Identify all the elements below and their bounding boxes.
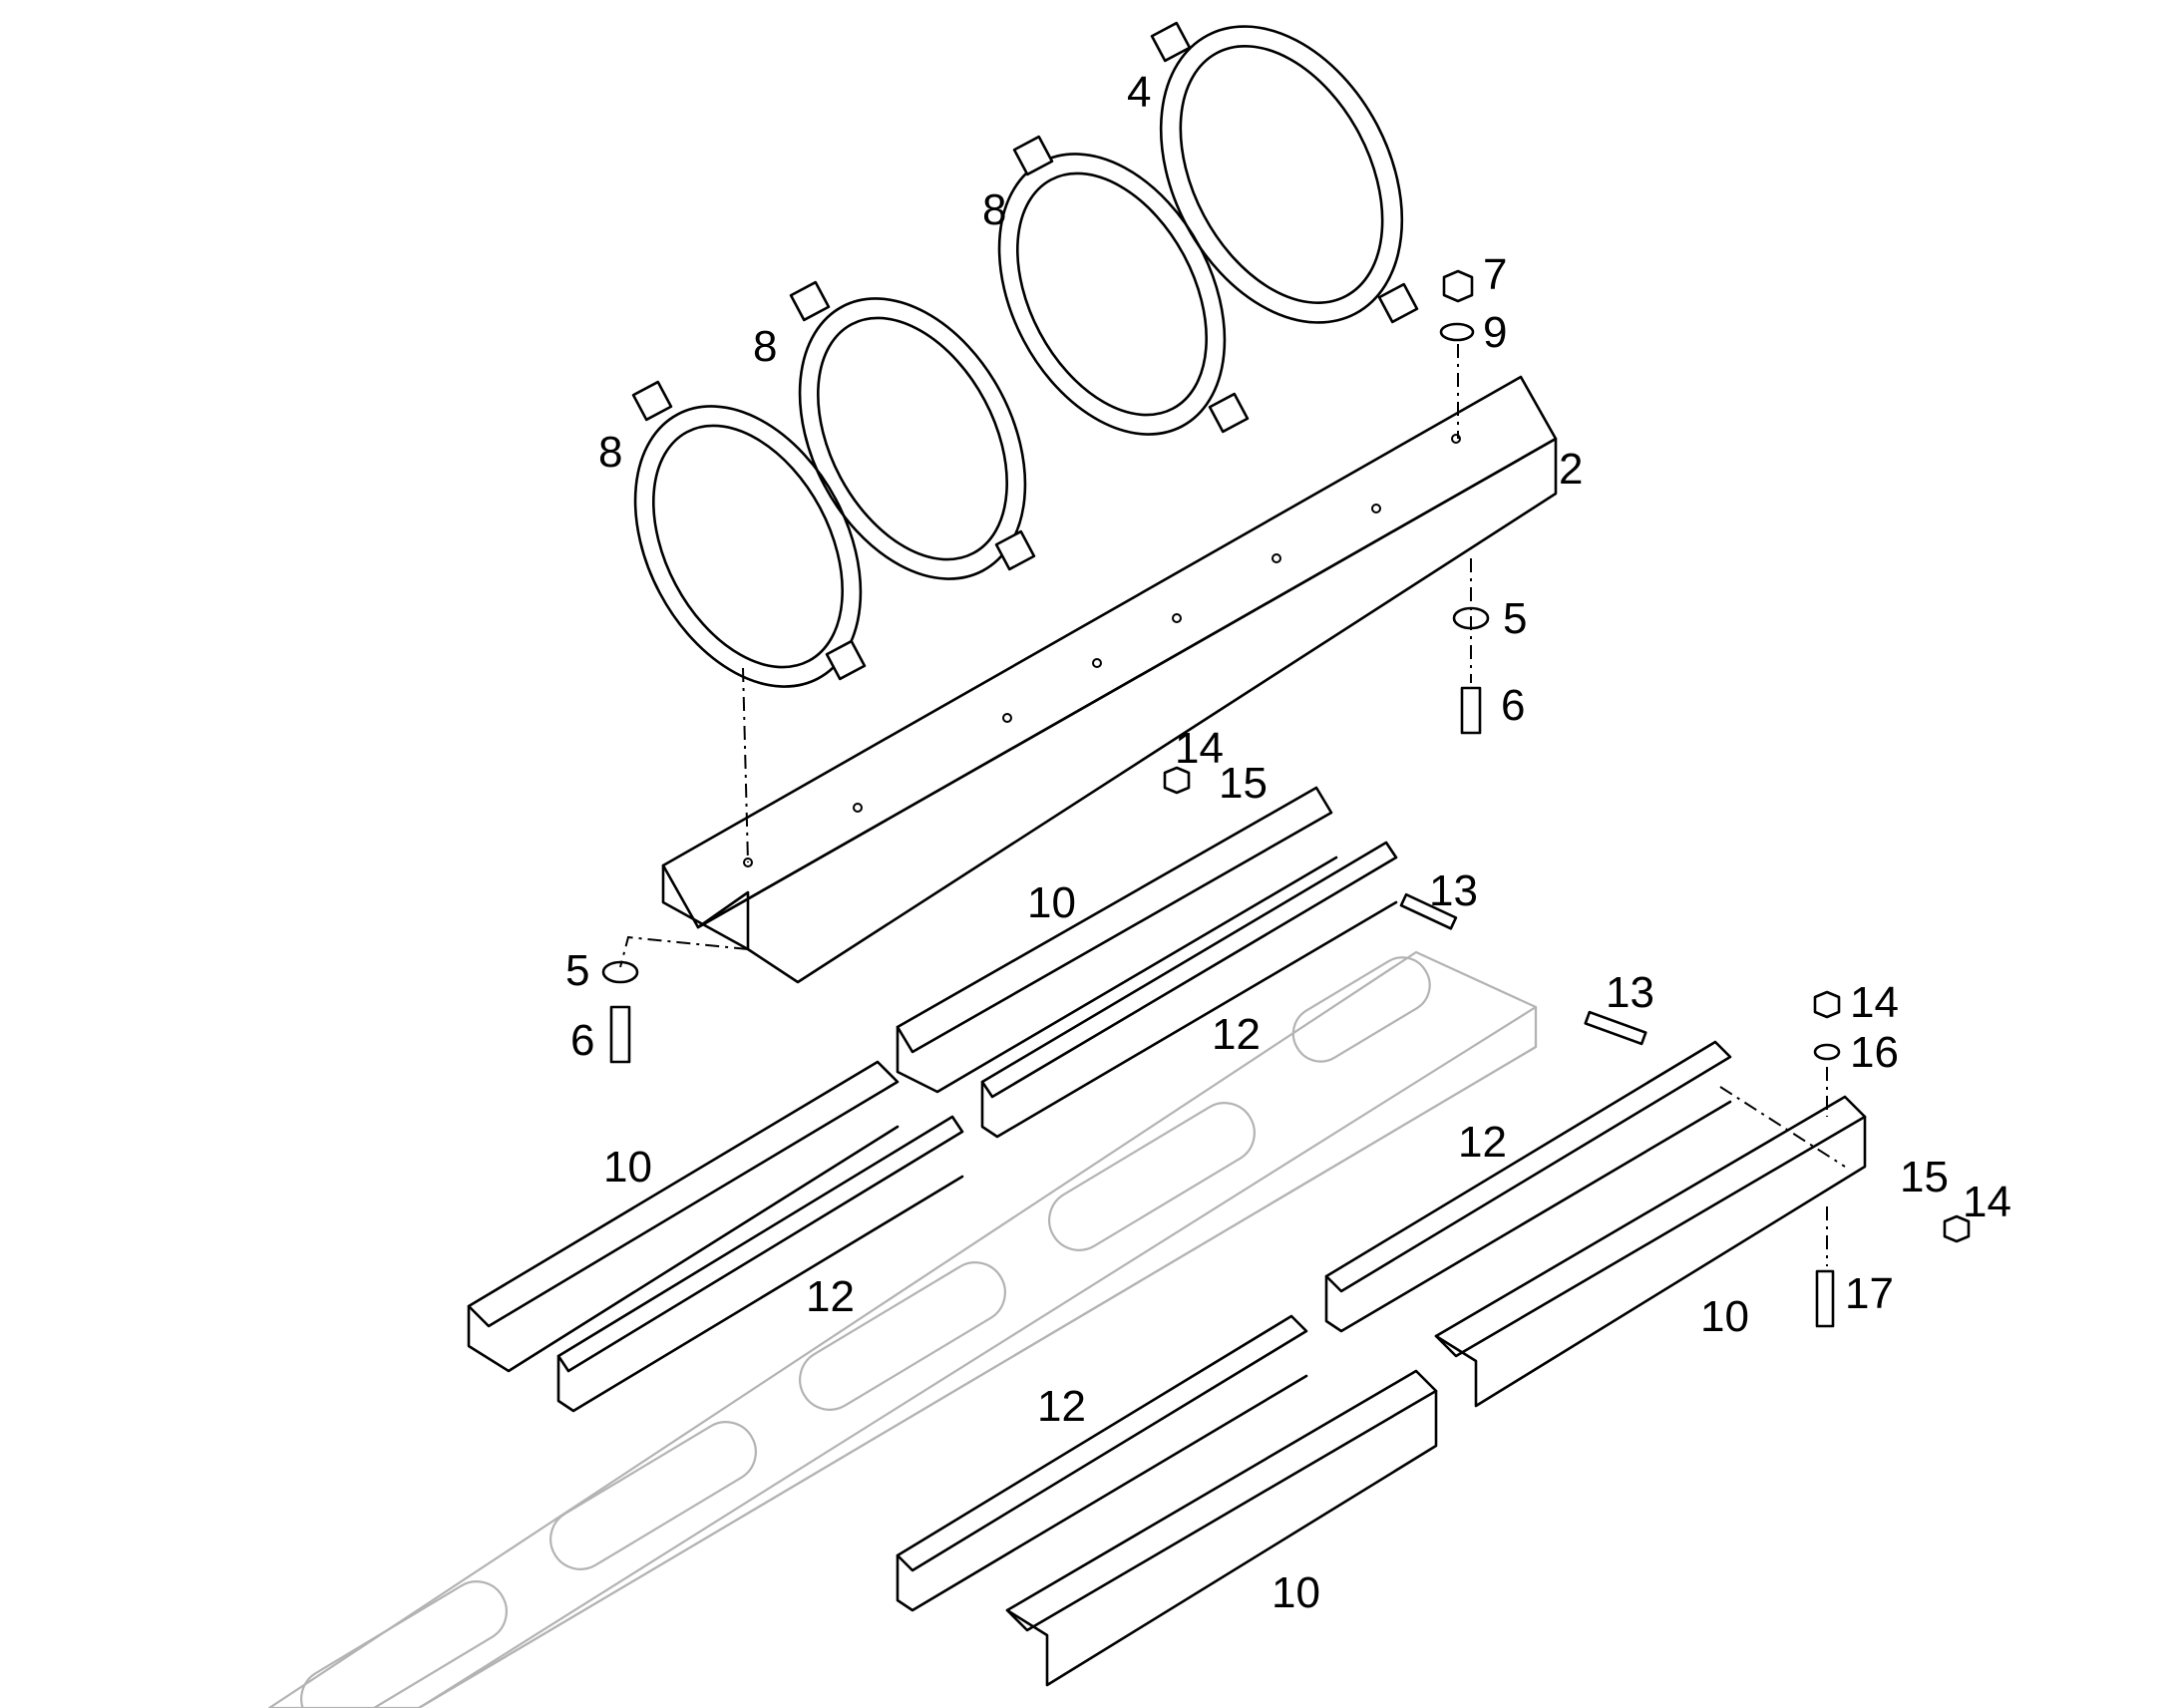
callout-4: 4 bbox=[1127, 68, 1151, 117]
callout-labels: 4 8 8 8 7 9 2 5 6 14 15 13 10 12 5 6 13 … bbox=[565, 68, 2011, 1617]
ring-clamp-4 bbox=[1150, 21, 1419, 324]
callout-8: 8 bbox=[753, 322, 777, 371]
callout-10: 10 bbox=[1272, 1568, 1320, 1617]
nut-14-right-top bbox=[1813, 990, 1841, 1019]
bolt-13-lower bbox=[1584, 1010, 1647, 1046]
callout-12: 12 bbox=[1458, 1118, 1507, 1167]
callout-6: 6 bbox=[1501, 681, 1525, 730]
bolt-13-upper bbox=[1399, 892, 1458, 930]
callout-9: 9 bbox=[1483, 308, 1507, 357]
callout-12: 12 bbox=[806, 1272, 855, 1321]
callout-14: 14 bbox=[1175, 724, 1224, 773]
callout-17: 17 bbox=[1845, 1269, 1894, 1318]
ghost-chassis-frame bbox=[267, 950, 1538, 1708]
callout-10: 10 bbox=[603, 1143, 652, 1192]
callout-7: 7 bbox=[1483, 250, 1507, 299]
callout-15: 15 bbox=[1900, 1153, 1949, 1201]
channel-10-bottom bbox=[1005, 1369, 1438, 1687]
main-beam-2 bbox=[661, 375, 1558, 984]
callout-8: 8 bbox=[598, 428, 622, 477]
callout-10: 10 bbox=[1700, 1292, 1749, 1341]
callout-2: 2 bbox=[1559, 445, 1583, 494]
bolt-17 bbox=[1815, 1269, 1835, 1328]
assembly-leader-lines bbox=[619, 344, 1846, 1266]
callout-5: 5 bbox=[1503, 594, 1527, 643]
callout-8: 8 bbox=[982, 185, 1006, 234]
nut-7 bbox=[1442, 269, 1474, 303]
callout-13: 13 bbox=[1606, 968, 1654, 1017]
ring-clamp-8-right bbox=[997, 135, 1250, 436]
rail-12-left bbox=[556, 1115, 964, 1413]
callout-14: 14 bbox=[1963, 1178, 2011, 1226]
bolt-6-right bbox=[1460, 686, 1482, 735]
nut-14-top bbox=[1163, 766, 1191, 795]
washer-16 bbox=[1813, 1043, 1841, 1061]
ring-clamp-8-middle bbox=[789, 280, 1036, 580]
channel-10-right bbox=[1434, 1095, 1867, 1408]
washer-5-left bbox=[601, 960, 639, 984]
rail-12-bottom bbox=[896, 1314, 1308, 1612]
callout-16: 16 bbox=[1850, 1028, 1899, 1077]
callout-5: 5 bbox=[565, 946, 589, 995]
callout-15: 15 bbox=[1219, 759, 1268, 808]
channel-10-upper bbox=[896, 786, 1338, 1094]
callout-6: 6 bbox=[570, 1016, 594, 1065]
ring-clamp-8-left bbox=[631, 380, 867, 688]
nut-14-right-side bbox=[1943, 1214, 1971, 1243]
rail-12-upper bbox=[980, 841, 1398, 1139]
rail-12-right bbox=[1324, 1040, 1732, 1333]
callout-12: 12 bbox=[1037, 1382, 1086, 1431]
callout-14: 14 bbox=[1850, 978, 1899, 1027]
callout-12: 12 bbox=[1212, 1010, 1261, 1059]
bolt-6-left bbox=[609, 1005, 631, 1064]
washer-9 bbox=[1439, 322, 1475, 342]
callout-10: 10 bbox=[1027, 878, 1076, 927]
channel-10-left bbox=[467, 1060, 900, 1373]
callout-13: 13 bbox=[1429, 866, 1478, 915]
